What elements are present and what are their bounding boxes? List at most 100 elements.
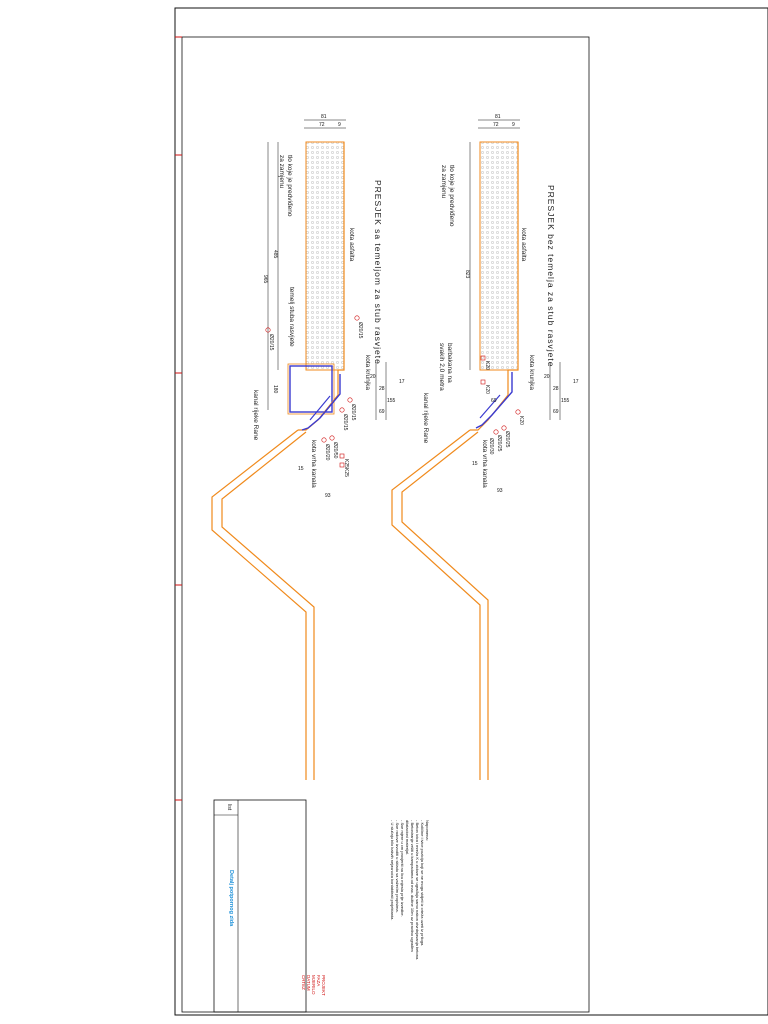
section-a-kota-asfalta: kota asfalta (520, 228, 527, 262)
edge-ticks (175, 36, 182, 801)
title-block-small-label: list (226, 804, 232, 811)
section-b-dim-top-a: 72 (319, 122, 325, 128)
title-block-drawing-title: Detalj potpornog zida (228, 870, 234, 927)
section-a: 81 72 9 823 17 20 28 155 69 69 15 93 PRE… (391, 114, 579, 780)
section-a-dim-bottom-a: 15 (472, 461, 478, 467)
section-a-dim-w4: 155 (561, 398, 570, 404)
section-b-rebar-2 (309, 395, 331, 421)
section-a-dim-w5: 69 (553, 409, 559, 415)
section-a-kota-vrha: kota vrha kanala (481, 440, 488, 488)
section-a-rebar-2 (479, 394, 501, 419)
section-b-dims-top (304, 119, 346, 129)
section-a-dim-w1: 17 (573, 379, 579, 385)
section-b-rebar (301, 374, 341, 431)
section-a-fill-label-2: za zamjenu (440, 165, 447, 199)
notes-line-3: - Betoniranje vršiti u kampadama od max.… (410, 820, 415, 952)
section-b-fill-label-1: tlo koje je predviđeno (286, 155, 293, 217)
title-block-meta-4: DATUM (306, 975, 311, 991)
section-b-canal-line-2 (221, 431, 315, 780)
section-a-fill-label-1: tlo koje je predviđeno (448, 165, 455, 227)
section-b-dim-length-total: 965 (262, 275, 268, 284)
section-b-kota-asfalta: kota asfalta (348, 228, 355, 262)
title-block-meta-1: PROJEKT (321, 975, 326, 996)
title-block-meta-5: CRTEŽ (301, 975, 308, 990)
section-a-bar-4: Ø20/25 (504, 431, 510, 448)
section-b-dim-w3: 28 (379, 386, 385, 392)
section-a-title: PRESJEK bez temelja za stub rasvjete (546, 185, 556, 367)
title-block: list Detalj potpornog zida PROJEKT FAZA … (213, 799, 326, 1013)
section-a-bar-3: K20 (518, 416, 524, 425)
title-block-meta-2: FAZA (316, 975, 321, 986)
section-a-canal-line-1 (391, 429, 481, 780)
section-a-dims-top (478, 119, 520, 129)
section-b-canal-line-1 (211, 429, 307, 780)
section-b-dim-length-b: 180 (272, 385, 278, 394)
section-b-dim-top-total: 81 (321, 114, 327, 120)
section-b-bar-3: Ø20/15 (350, 404, 356, 421)
notes-line-1: - Količine i ivice pozicija koji se ne m… (420, 820, 425, 946)
section-b-foundation-outline (287, 363, 335, 415)
section-b-dim-w1: 17 (399, 379, 405, 385)
section-a-canal-line-2 (401, 431, 489, 780)
section-b-fill-zone (305, 141, 345, 371)
section-b-bar-2: Ø20/15 (268, 334, 274, 351)
section-a-barbakana-1: barbakana na (446, 343, 453, 383)
section-a-dims-right (549, 362, 561, 420)
section-a-dim-top-a: 72 (493, 122, 499, 128)
section-b-bar-7: K25 (343, 459, 349, 468)
section-b-fill-label-2: za zamjenu (278, 155, 285, 189)
section-b-wall-outline (298, 142, 345, 431)
section-a-dim-w3: 28 (553, 386, 559, 392)
section-b-bar-8: K25 (343, 468, 349, 477)
section-b-bar-markers (265, 315, 360, 468)
section-b-bar-1: Ø20/15 (357, 322, 363, 339)
notes-line-7: - U slučaju bilo kakvih nejasnoća kontak… (390, 820, 395, 921)
section-b-kota-kruna: kota krunjka (364, 355, 371, 390)
section-b-dim-w2: 20 (370, 374, 376, 380)
section-b-title: PRESJEK sa temeljom za stub rasvjete (373, 180, 383, 365)
section-b-kota-vrha: kota vrha kanala (310, 440, 317, 488)
title-block-meta-3: MJERILO (311, 975, 316, 995)
section-a-dim-v1: 69 (491, 398, 497, 404)
section-b-dim-w4: 155 (387, 398, 396, 404)
section-a-bar-2: K20 (484, 385, 490, 394)
section-a-dim-top-b: 9 (512, 122, 515, 128)
outer-frame (174, 7, 768, 1016)
section-a-dim-bottom-b: 93 (497, 488, 503, 494)
section-b-dim-bottom-b: 93 (325, 493, 331, 499)
section-a-dim-w2: 20 (544, 374, 550, 380)
section-b-foundation-label: temelj stuba rasvjete (288, 287, 295, 347)
notes-line-5: - Sve mjere u cm provjeriti na licu mjes… (400, 820, 405, 917)
section-b-dim-bottom-a: 15 (298, 466, 304, 472)
section-a-fill-zone (479, 141, 519, 371)
section-b-dim-top-b: 9 (338, 122, 341, 128)
section-a-rebar (475, 372, 513, 429)
section-a-barbakana-2: svakih 2,0 metra (438, 343, 445, 391)
section-a-dim-length: 823 (464, 270, 470, 279)
section-a-dim-top-total: 81 (495, 114, 501, 120)
section-a-bar-1: K20 (484, 361, 490, 370)
notes-line-2: - Beton ivica i mreža K u zidove se ugra… (415, 820, 420, 960)
notes-heading: Napomena: (425, 820, 430, 841)
section-b-bar-4: Ø20/15 (342, 414, 348, 431)
section-a-kota-kruna: kota krunjka (528, 355, 535, 390)
inner-frame (181, 36, 590, 1013)
notes-line-4: dilatacioni materijal. (405, 820, 410, 855)
section-b-foundation (289, 365, 333, 413)
section-b-length-lines (267, 142, 279, 410)
section-a-bar-markers (480, 355, 521, 435)
section-a-bar-5: Ø20/25 (496, 435, 502, 452)
section-b-dim-w5: 69 (379, 409, 385, 415)
notes-block: Napomena: - Količine i ivice pozicija ko… (390, 820, 430, 960)
section-b-bar-5: Ø20/50 (332, 442, 338, 459)
section-b: 81 72 9 485 965 180 17 20 28 155 69 15 9… (211, 114, 405, 780)
section-b-bar-6: Ø20/20 (324, 444, 330, 461)
section-b-canal-label: kanal rijeke Rane (252, 390, 259, 441)
section-b-dim-length-a: 485 (272, 250, 278, 259)
section-a-canal-label: kanal rijeke Rane (422, 393, 429, 444)
section-b-dims-right (375, 362, 387, 420)
section-a-wall-outline (470, 142, 519, 431)
notes-line-6: - Sve radove izvoditi u skladu sa važeći… (395, 820, 400, 913)
section-a-bar-6: Ø20/30 (488, 438, 494, 455)
